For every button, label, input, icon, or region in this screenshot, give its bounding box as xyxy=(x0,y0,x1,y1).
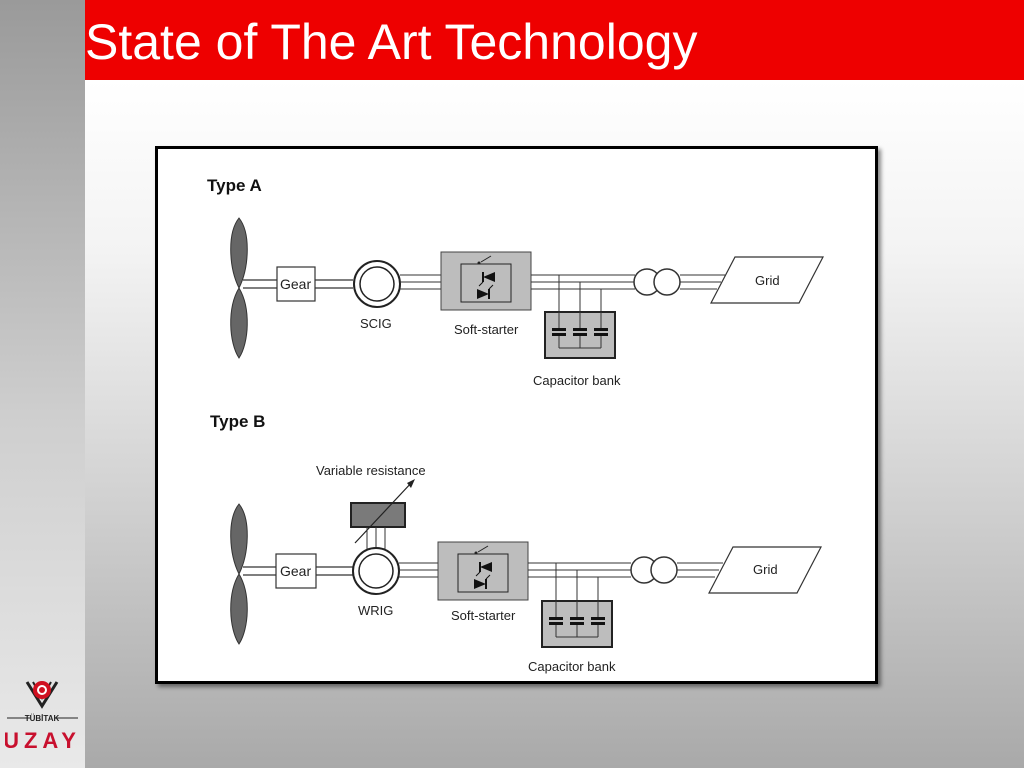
gear-label: Gear xyxy=(280,563,311,579)
soft-starter-icon xyxy=(437,541,529,601)
left-sidebar xyxy=(0,0,85,768)
wrig-label: WRIG xyxy=(358,603,393,618)
grid-label: Grid xyxy=(755,273,780,288)
grid-label: Grid xyxy=(753,562,778,577)
gear-box xyxy=(275,553,317,589)
gear-label: Gear xyxy=(280,276,311,292)
type-a-diagram: Type A Gear SCIG Soft-starter Capacitor … xyxy=(207,176,824,388)
variable-resistance-label: Variable resistance xyxy=(316,463,426,478)
capacitor-bank-label: Capacitor bank xyxy=(528,659,616,674)
type-b-header: Type B xyxy=(210,412,265,431)
title-bar: State of The Art Technology xyxy=(85,0,1024,80)
variable-resistance-icon xyxy=(350,502,406,528)
soft-starter-icon xyxy=(440,251,532,311)
capacitor-bank-icon xyxy=(544,311,616,359)
wind-turbine-icon xyxy=(230,503,248,645)
tubitak-uzay-logo: TÜBİTAK UZAY xyxy=(5,681,80,753)
diagram-frame: Type A Gear SCIG Soft-starter Capacitor … xyxy=(155,146,878,684)
capacitor-bank-label: Capacitor bank xyxy=(533,373,621,388)
logo-wordmark: UZAY xyxy=(5,728,80,753)
slide-title: State of The Art Technology xyxy=(85,14,698,70)
soft-starter-label: Soft-starter xyxy=(451,608,516,623)
scig-label: SCIG xyxy=(360,316,392,331)
logo-caption: TÜBİTAK xyxy=(25,714,60,723)
diagram: Type A Gear SCIG Soft-starter Capacitor … xyxy=(207,176,824,674)
type-a-header: Type A xyxy=(207,176,262,195)
capacitor-bank-icon xyxy=(541,600,613,648)
gear-box xyxy=(276,266,316,302)
grid-icon xyxy=(710,256,824,304)
grid-icon xyxy=(708,546,822,594)
type-b-diagram: Type B Variable resistance Gear WRIG Sof… xyxy=(210,412,822,674)
soft-starter-label: Soft-starter xyxy=(454,322,519,337)
